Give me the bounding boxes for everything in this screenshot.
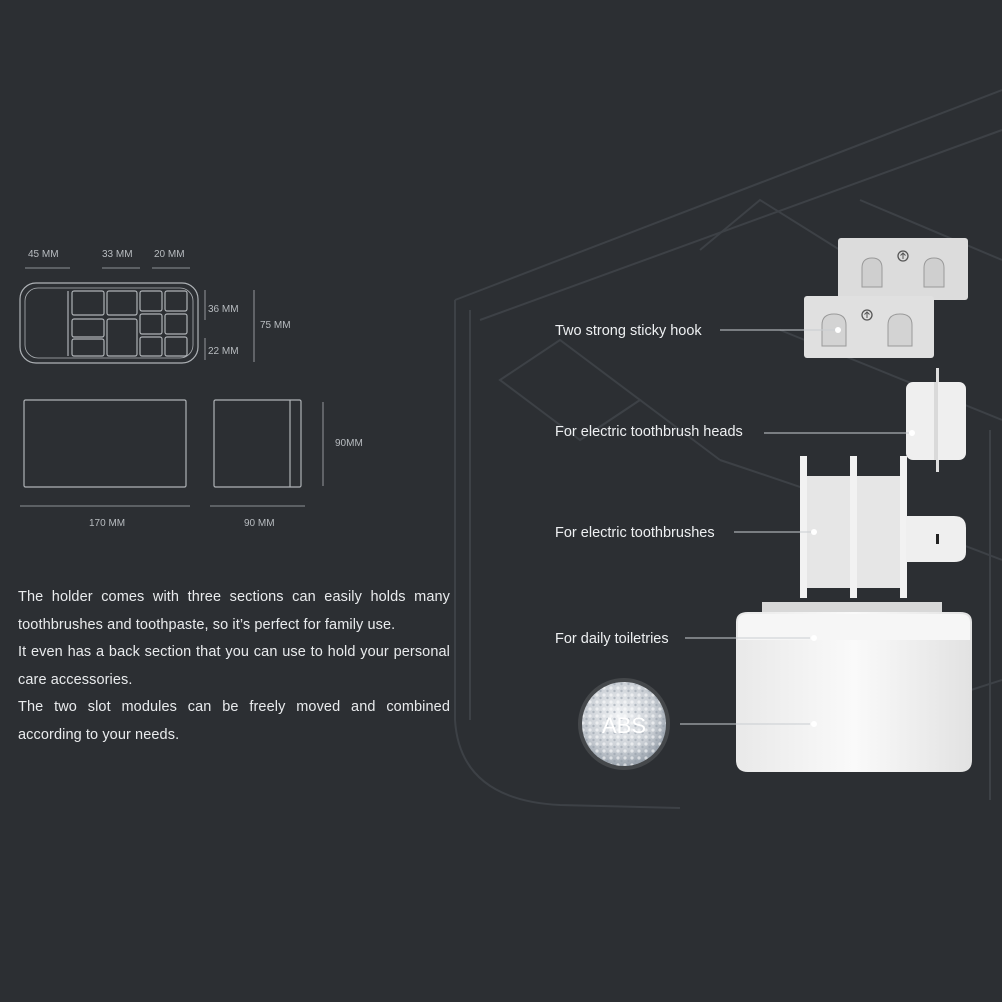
description-para-1: The holder comes with three sections can… — [18, 589, 450, 633]
side-view-outline — [213, 399, 302, 488]
part-labels: Two strong sticky hook For electric toot… — [555, 323, 743, 647]
main-storage-box — [736, 602, 972, 772]
dim-90mm-height: 90MM — [335, 438, 363, 449]
label-toothbrushes: For electric toothbrushes — [555, 525, 715, 541]
label-brush-heads: For electric toothbrush heads — [555, 424, 743, 440]
dim-22mm: 22 MM — [208, 346, 239, 357]
dimension-drawing — [19, 267, 324, 507]
dim-45mm: 45 MM — [28, 249, 59, 260]
dim-90mm-width: 90 MM — [244, 518, 275, 529]
label-daily-toiletries: For daily toiletries — [555, 631, 669, 647]
sticky-hook-front — [804, 296, 934, 358]
description-para-3: The two slot modules can be freely moved… — [18, 699, 450, 743]
sticky-hook-back — [838, 238, 968, 300]
top-view-outline — [19, 282, 199, 364]
dim-36mm: 36 MM — [208, 304, 239, 315]
label-sticky-hook: Two strong sticky hook — [555, 323, 702, 339]
dim-75mm: 75 MM — [260, 320, 291, 331]
dim-170mm: 170 MM — [89, 518, 125, 529]
abs-label: ABS — [602, 713, 646, 738]
toothbrush-head-cup — [906, 368, 966, 472]
front-view-outline — [23, 399, 187, 488]
dim-20mm: 20 MM — [154, 249, 185, 260]
description-para-2: It even has a back section that you can … — [18, 644, 450, 688]
toothbrush-divider-module — [800, 456, 966, 598]
abs-material-badge: ABS — [578, 678, 670, 770]
product-description: The holder comes with three sections can… — [18, 584, 450, 750]
dimension-labels: 45 MM 33 MM 20 MM 36 MM 22 MM 75 MM 90MM… — [28, 249, 363, 529]
leader-lines — [680, 327, 915, 727]
dim-33mm: 33 MM — [102, 249, 133, 260]
